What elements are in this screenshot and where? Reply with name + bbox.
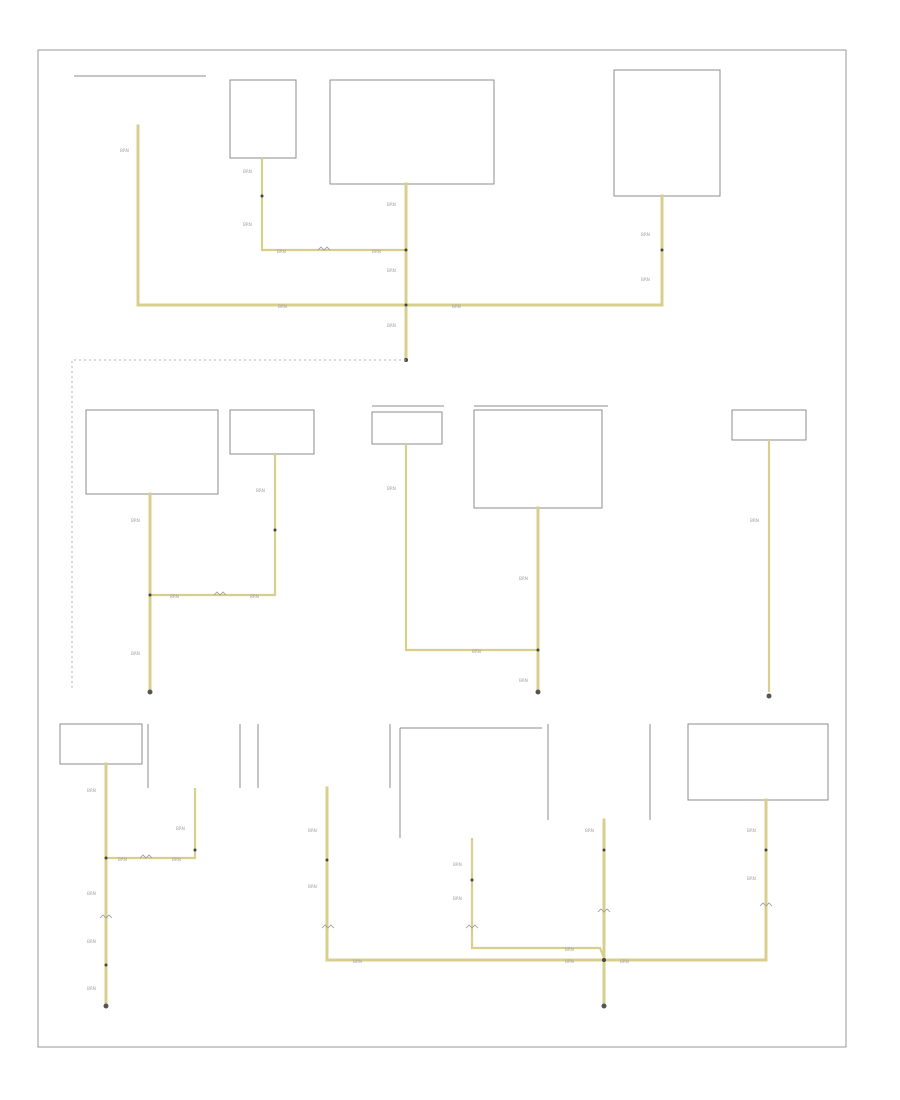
splice-symbol <box>99 914 113 919</box>
wire-label: BRN <box>387 268 396 273</box>
wire-top-2 <box>260 158 406 252</box>
wire-label: BRN <box>250 594 259 599</box>
wire-label: BRN <box>387 202 396 207</box>
wire-label: BRN <box>172 857 181 862</box>
splice-symbol <box>139 854 153 859</box>
wire-label: BRN <box>118 857 127 862</box>
component-top-3 <box>329 79 495 185</box>
wire-label: BRN <box>747 876 756 881</box>
connector-dot <box>104 963 108 967</box>
wire-label: BRN <box>87 891 96 896</box>
wire-label: BRN <box>353 959 362 964</box>
component-bot-3 <box>257 724 391 788</box>
wire-label: BRN <box>243 222 252 227</box>
wire-label: BRN <box>585 828 594 833</box>
wire-label: BRN <box>641 232 650 237</box>
wire-label: BRN <box>131 518 140 523</box>
wire-bot-4 <box>470 838 606 959</box>
wire-label: BRN <box>170 594 179 599</box>
wire-label: BRN <box>519 576 528 581</box>
wire-label: BRN <box>452 304 461 309</box>
wire-label: BRN <box>620 959 629 964</box>
splice-symbol <box>213 591 227 596</box>
component-bot-2 <box>147 724 241 788</box>
wire-label: BRN <box>387 323 396 328</box>
wire-label: BRN <box>387 486 396 491</box>
wire-label: BRN <box>472 649 481 654</box>
splice-symbol <box>317 246 331 251</box>
component-bot-1 <box>59 723 143 765</box>
connector-dot <box>536 648 540 652</box>
connector-dot <box>404 303 408 307</box>
connector-dot <box>470 878 474 882</box>
wire-label: BRN <box>372 249 381 254</box>
connector-dot <box>404 248 408 252</box>
wire-label: BRN <box>87 788 96 793</box>
diagram-frame <box>37 49 847 1048</box>
ground-point <box>601 1003 607 1009</box>
splice-symbol <box>759 902 773 907</box>
component-bot-5 <box>547 724 651 820</box>
connector-dot <box>764 848 768 852</box>
ground-run-dashed <box>71 359 406 690</box>
wire-label: BRN <box>565 959 574 964</box>
ground-point <box>147 689 153 695</box>
component-mid-1 <box>85 409 219 495</box>
wire-bot-3 <box>325 786 606 962</box>
wire-label: BRN <box>308 828 317 833</box>
connector-dot <box>148 593 152 597</box>
wire-bot-6 <box>602 798 768 962</box>
component-bot-6 <box>687 723 829 801</box>
wire-bot-2 <box>106 788 197 860</box>
wire-label: BRN <box>565 947 574 952</box>
splice-symbol <box>597 908 611 913</box>
ground-point <box>766 693 772 699</box>
connector-dot <box>325 858 329 862</box>
connector-dot <box>602 848 606 852</box>
connector-dot <box>273 528 277 532</box>
ground-point <box>103 1003 109 1009</box>
wire-label: BRN <box>176 826 185 831</box>
splice-symbol <box>465 924 479 929</box>
component-mid-4 <box>473 405 608 509</box>
ground-point <box>535 689 541 695</box>
wire-label: BRN <box>641 277 650 282</box>
wire-label: BRN <box>277 249 286 254</box>
connector-dot <box>602 958 606 962</box>
wire-label: BRN <box>131 651 140 656</box>
wire-top-left <box>136 124 664 307</box>
wire-label: BRN <box>750 518 759 523</box>
component-top-4 <box>613 69 721 197</box>
wire-label: BRN <box>256 488 265 493</box>
wire-label: BRN <box>278 304 287 309</box>
wire-label: BRN <box>87 986 96 991</box>
component-top-2 <box>229 79 297 159</box>
wire-label: BRN <box>308 884 317 889</box>
wire-mid-3 <box>404 444 538 652</box>
wire-label: BRN <box>747 828 756 833</box>
component-mid-5 <box>731 409 807 441</box>
wire-label: BRN <box>453 896 462 901</box>
wire-label: BRN <box>120 148 129 153</box>
component-mid-3 <box>371 405 444 445</box>
connector-dot <box>260 194 264 198</box>
wire-label: BRN <box>453 862 462 867</box>
connector-dot <box>104 856 108 860</box>
wire-label: BRN <box>87 939 96 944</box>
wire-label: BRN <box>243 169 252 174</box>
splice-symbol <box>321 924 335 929</box>
wire-mid-2 <box>150 454 277 597</box>
component-bot-4 <box>399 727 542 838</box>
component-mid-2 <box>229 409 315 455</box>
connector-dot <box>193 848 197 852</box>
wire-label: BRN <box>519 678 528 683</box>
connector-dot <box>660 248 664 252</box>
